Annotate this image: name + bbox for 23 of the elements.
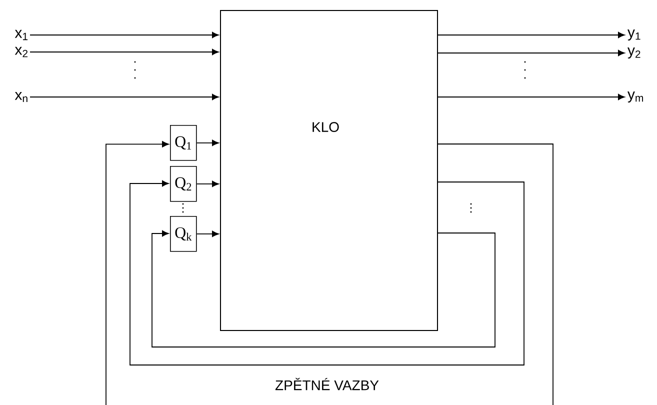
feedback-loop (152, 230, 496, 348)
flip-flop-box: Q$_{2}$ (170, 166, 197, 202)
arrow (196, 140, 219, 146)
output-label: y$_{1}$ (627, 29, 640, 40)
output-label: y$_{2}$ (627, 47, 640, 58)
arrow (196, 180, 219, 187)
feedback-loop (130, 180, 524, 366)
logic-block: KLO (220, 10, 438, 331)
input-label: x$_{n}$ (14, 92, 28, 102)
feedback-loop (106, 141, 554, 405)
flip-flop-box: Q$_{k}$ (170, 216, 197, 252)
input-label: x$_{1}$ (14, 30, 28, 40)
flip-flop-box: Q$_{1}$ (170, 125, 197, 161)
output-arrow (438, 32, 625, 38)
input-arrow (30, 94, 219, 100)
input-label: x$_{2}$ (14, 46, 28, 58)
output-arrow (438, 94, 625, 100)
arrow (196, 230, 219, 237)
output-arrow (438, 50, 625, 56)
output-label: y$_{m}$ (627, 91, 643, 102)
input-arrow (30, 32, 219, 38)
input-arrow (30, 48, 219, 56)
caption-label: ZPĚTNÉ VAZBY (275, 378, 379, 390)
